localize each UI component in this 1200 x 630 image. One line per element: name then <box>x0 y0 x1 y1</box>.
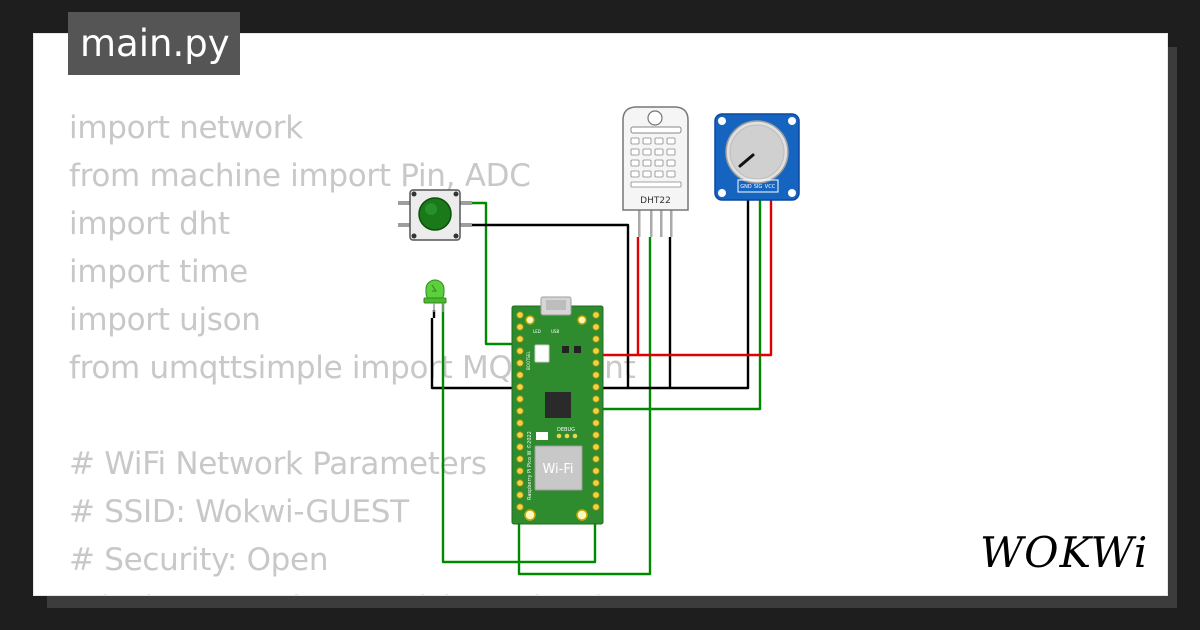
pico-wifi-label: Wi-Fi <box>542 462 573 477</box>
wire-button-signal <box>470 201 520 346</box>
code-line: print("Connecting to WiFi", end="") <box>69 584 635 595</box>
pot-pin-vcc: VCC <box>765 184 776 190</box>
pushbutton[interactable] <box>398 189 472 241</box>
pico-led-label: LED <box>533 329 541 334</box>
wire-pot-gnd <box>628 190 750 390</box>
pico-debug-label: DEBUG <box>557 427 575 433</box>
wifi-module <box>534 445 583 491</box>
dht22-sensor: DHT22 <box>622 106 689 237</box>
code-preview: import network from machine import Pin, A… <box>69 104 636 595</box>
wire-pot-vcc <box>638 190 773 357</box>
pico-board-name: Raspberry Pi Pico W ©2022 <box>526 431 533 500</box>
pico-usb-label: USB <box>551 329 559 334</box>
code-line: # WiFi Network Parameters <box>69 446 487 482</box>
pico-bootsel-label: BOOTSEL <box>526 351 531 370</box>
pico-w-board: LED USB BOOTSEL DEBUG Wi-Fi Raspberry Pi… <box>511 296 604 525</box>
wires <box>430 190 773 576</box>
code-line: # SSID: Wokwi-GUEST <box>69 494 409 530</box>
code-line: import dht <box>69 206 230 242</box>
wire-dht-data <box>517 237 652 576</box>
logo-text: WOKWi <box>980 528 1148 575</box>
pot-pin-gnd: GND <box>740 184 752 190</box>
wire-pot-sig <box>596 190 762 411</box>
code-line: # Security: Open <box>69 542 329 578</box>
code-line: import ujson <box>69 302 261 338</box>
led[interactable] <box>423 279 447 312</box>
code-line: import network <box>69 110 303 146</box>
pot-pin-sig: SIG <box>754 184 763 190</box>
code-line: import time <box>69 254 248 290</box>
potentiometer[interactable]: GND SIG VCC <box>714 113 800 201</box>
wokwi-logo: WOKWi <box>980 528 1148 575</box>
rp2040-chip <box>545 392 571 418</box>
pico-pins <box>516 311 600 511</box>
code-line: from machine import Pin, ADC <box>69 158 531 194</box>
dht22-label: DHT22 <box>640 196 671 206</box>
bootsel-button[interactable] <box>534 344 550 363</box>
filename-tab: main.py <box>68 12 240 75</box>
